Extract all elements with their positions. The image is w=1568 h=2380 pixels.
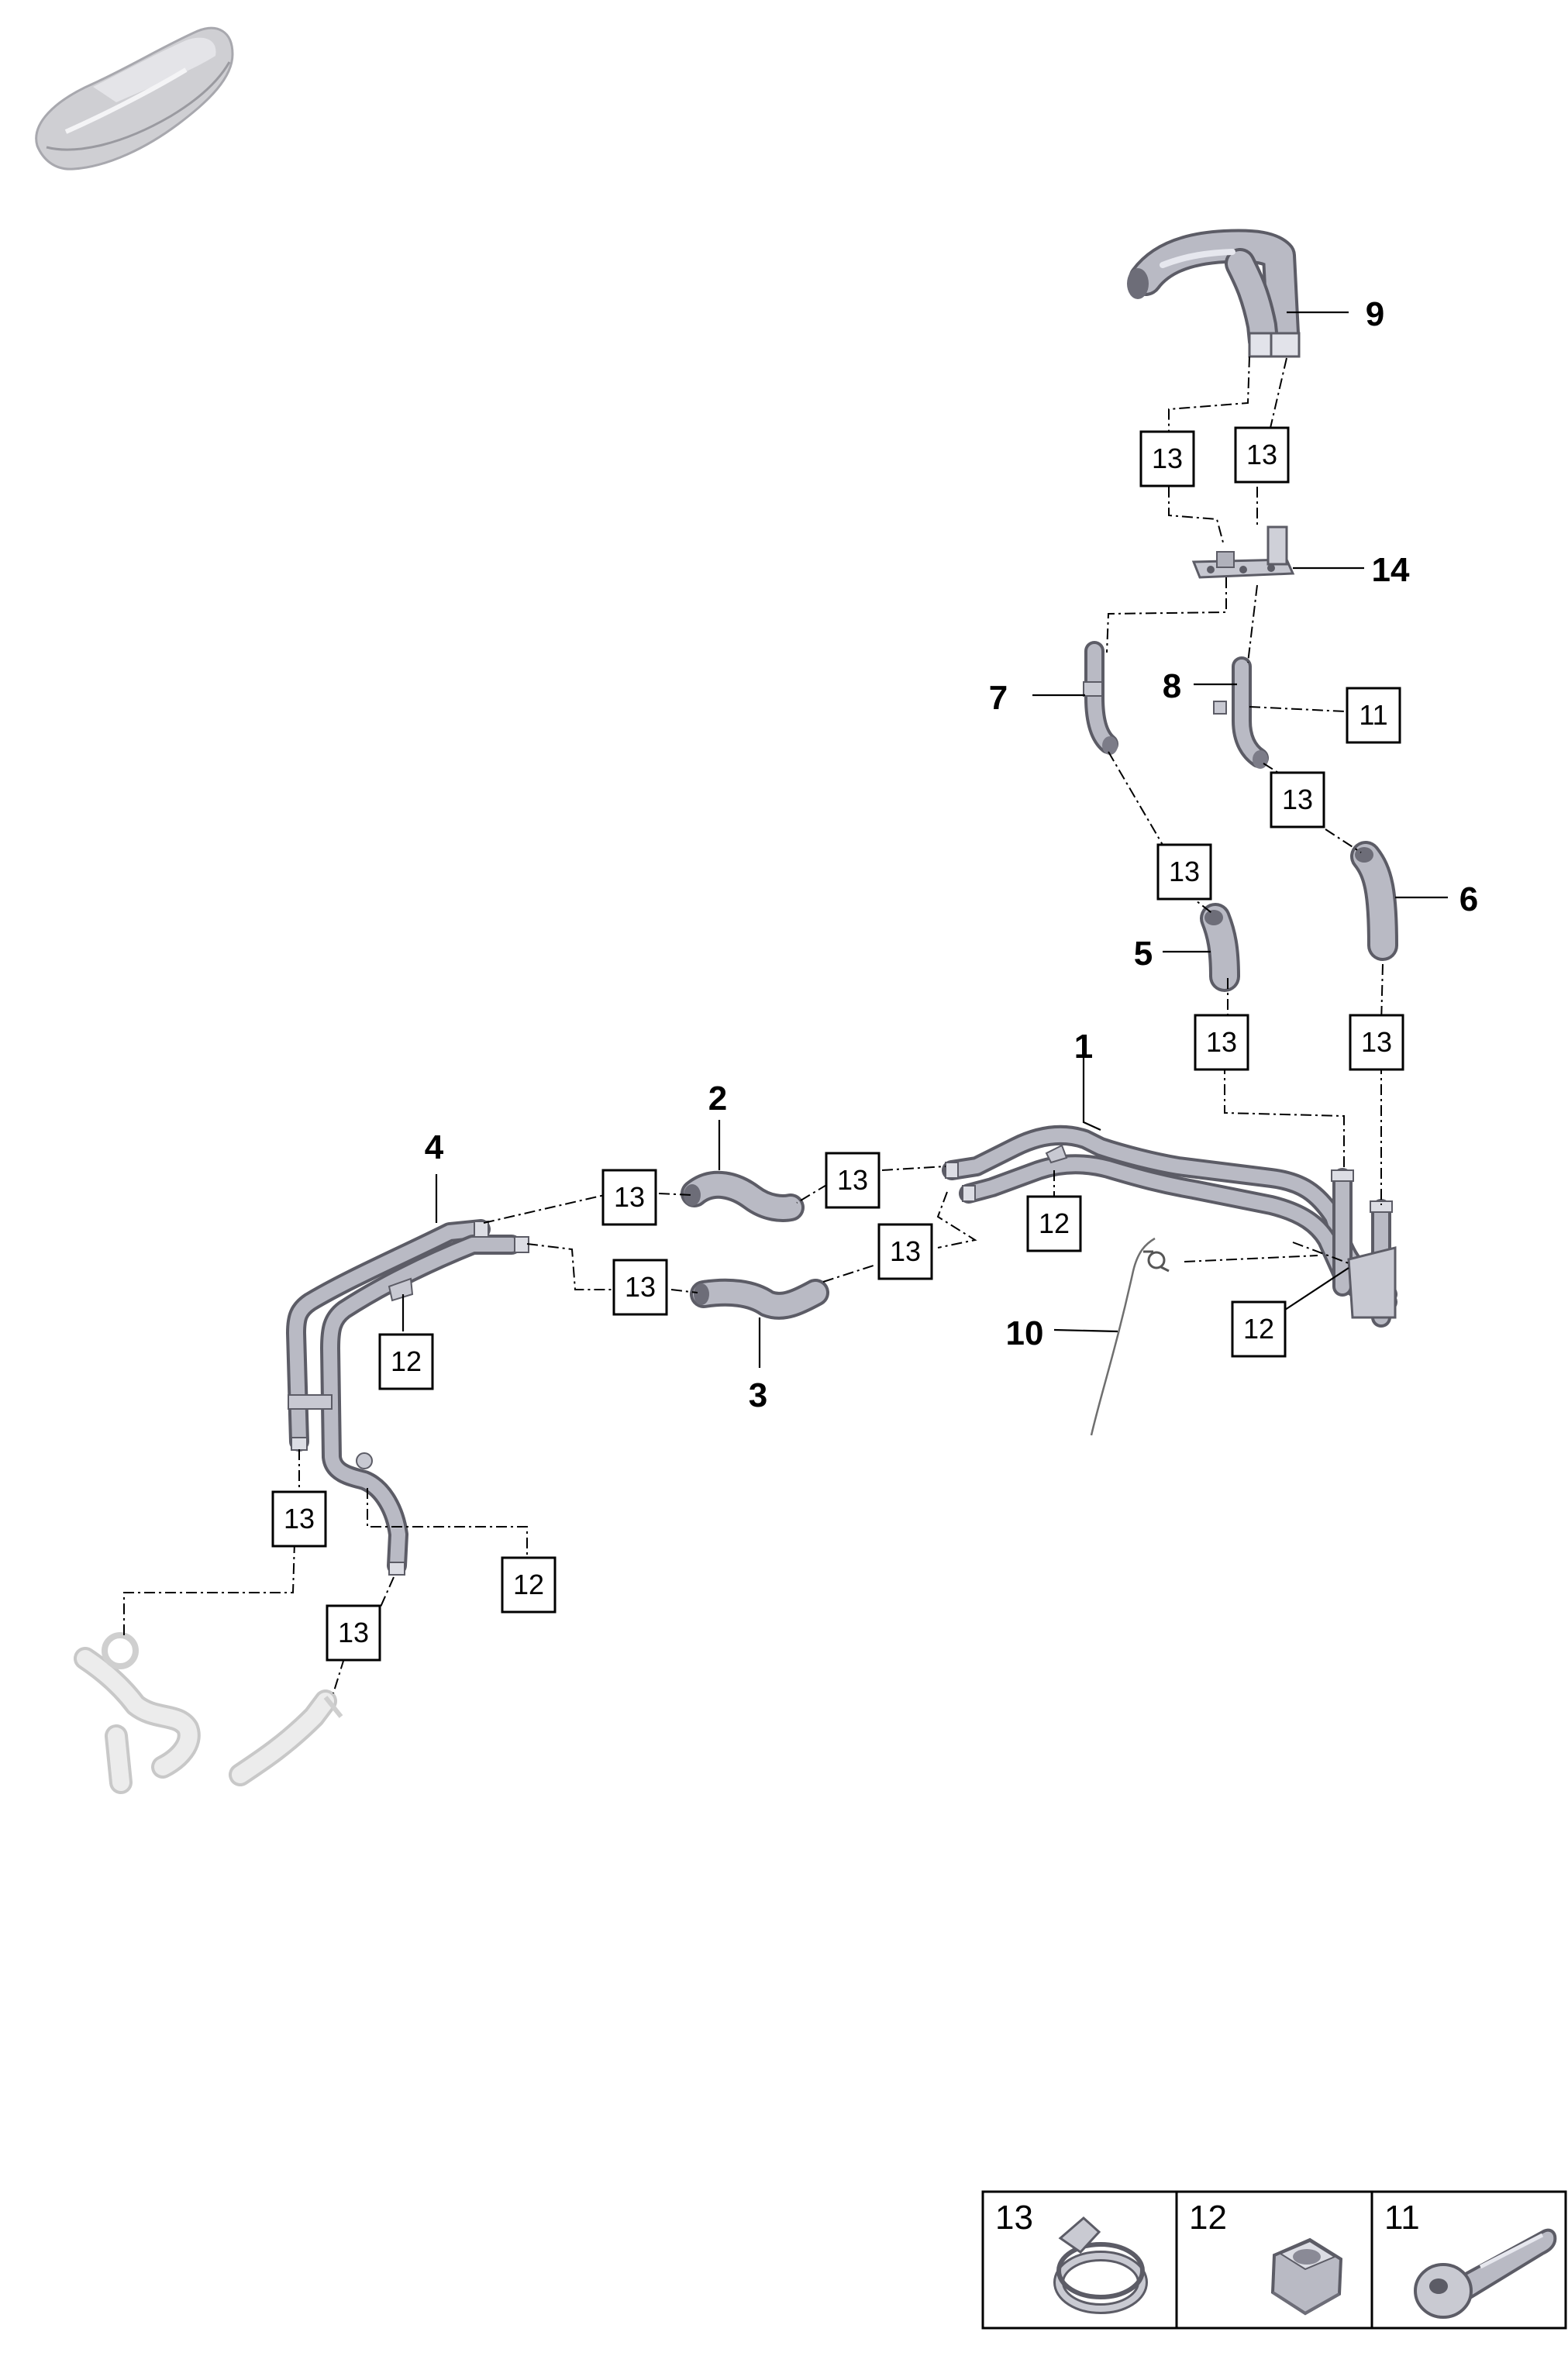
callout-5: 5: [1134, 935, 1153, 973]
svg-text:13: 13: [284, 1503, 315, 1534]
part-2-hose: [681, 1170, 805, 1222]
ref-box-clamp: 13: [1194, 1014, 1249, 1071]
legend-cell-nut: 12: [1189, 2199, 1343, 2316]
callout-6: 6: [1459, 880, 1478, 918]
ref-box-nut: 12: [501, 1556, 557, 1614]
svg-text:13: 13: [1361, 1026, 1392, 1058]
part-9-hose: [1127, 229, 1301, 358]
part-6-hose: [1350, 841, 1398, 961]
ref-box-clamp: 13: [612, 1259, 668, 1316]
svg-text:13: 13: [890, 1235, 921, 1267]
leader-lines: [401, 311, 1448, 1368]
callout-9: 9: [1366, 295, 1384, 333]
svg-text:12: 12: [391, 1345, 422, 1377]
ref-box-clamp: 13: [601, 1169, 657, 1226]
svg-text:12: 12: [1039, 1207, 1070, 1239]
svg-text:13: 13: [1206, 1026, 1237, 1058]
ref-box-nut: 12: [1231, 1300, 1287, 1358]
svg-text:13: 13: [1152, 443, 1183, 474]
ref-box-nut: 12: [1026, 1195, 1082, 1252]
part-4-coolant-line: [286, 1219, 529, 1576]
part-3-hose: [690, 1278, 829, 1320]
svg-text:13: 13: [1246, 439, 1277, 470]
callout-2: 2: [708, 1080, 727, 1118]
legend-cell-clamp: 13: [995, 2199, 1148, 2314]
callout-4: 4: [425, 1128, 444, 1166]
svg-text:11: 11: [1359, 699, 1387, 731]
part-8-hose: [1213, 656, 1269, 769]
ref-box-clamp: 13: [877, 1223, 933, 1280]
bolt-icon: [1414, 2228, 1557, 2319]
ref-box-clamp: 13: [825, 1152, 880, 1209]
ref-box-clamp: 13: [326, 1604, 381, 1662]
part-1-coolant-line: [942, 1125, 1397, 1328]
svg-text:13: 13: [338, 1617, 369, 1648]
svg-text:11: 11: [1384, 2199, 1420, 2237]
hose-clamp-icon: [1053, 2216, 1148, 2314]
ref-box-clamp: 13: [1349, 1014, 1404, 1071]
ref-box-clamp: 13: [271, 1490, 327, 1548]
callout-14: 14: [1372, 551, 1410, 589]
svg-text:13: 13: [1169, 856, 1200, 887]
ref-box-clamp: 13: [1270, 771, 1325, 828]
callout-7: 7: [989, 679, 1008, 717]
hex-nut-icon: [1270, 2237, 1343, 2316]
part-7-hose: [1083, 641, 1118, 755]
ref-box-clamp: 13: [1234, 426, 1290, 484]
vehicle-thumbnail-icon: [35, 26, 234, 170]
part-10-wire: [1090, 1237, 1170, 1436]
part-5-hose: [1200, 903, 1240, 992]
legend-table: 13 12 11: [981, 2190, 1567, 2330]
svg-text:13: 13: [837, 1164, 868, 1196]
part-14-bracket: [1191, 525, 1295, 579]
ref-box-bolt: 11: [1346, 687, 1401, 744]
svg-text:13: 13: [1282, 784, 1313, 815]
callout-8: 8: [1163, 667, 1181, 705]
ref-box-nut: 12: [378, 1333, 434, 1390]
svg-text:13: 13: [625, 1271, 656, 1303]
ref-box-clamp: 13: [1139, 430, 1195, 487]
ghost-adjacent-parts: [74, 1632, 343, 1794]
svg-text:13: 13: [995, 2199, 1033, 2237]
callout-1: 1: [1074, 1028, 1093, 1066]
ref-box-clamp: 13: [1156, 843, 1212, 901]
callout-3: 3: [749, 1376, 767, 1414]
callout-numbers: 9 14 7 8 6 5 1 2 4 10 3: [425, 295, 1478, 1414]
svg-text:13: 13: [614, 1181, 645, 1213]
svg-text:12: 12: [1243, 1313, 1274, 1345]
legend-cell-bolt: 11: [1384, 2199, 1557, 2319]
reference-boxes: 13 13 11 13 13 13 13 13 12 13 12 13 13 1…: [271, 426, 1404, 1662]
svg-text:12: 12: [1189, 2199, 1227, 2237]
svg-text:12: 12: [513, 1569, 544, 1600]
callout-10: 10: [1006, 1314, 1044, 1352]
